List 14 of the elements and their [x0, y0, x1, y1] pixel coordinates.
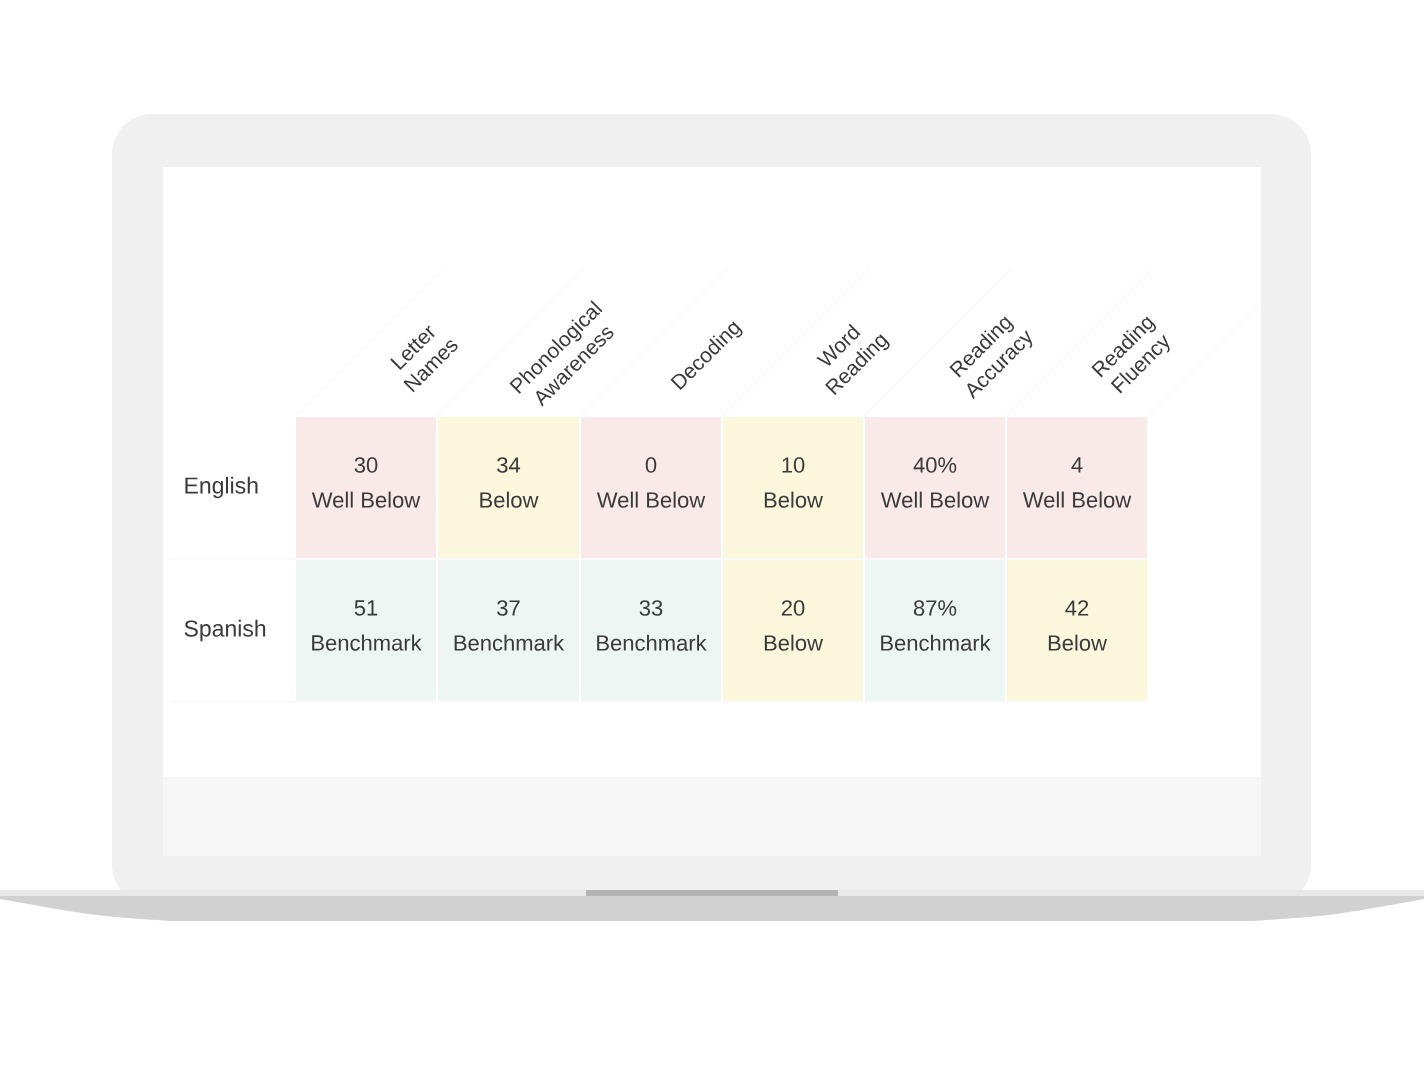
table-cell: 87% Benchmark	[865, 560, 1005, 701]
table-cell: 4 Well Below	[1007, 417, 1147, 558]
table-cell: 0 Well Below	[581, 417, 721, 558]
row-label: English	[185, 476, 258, 499]
table-cell: 33 Benchmark	[581, 560, 721, 701]
table-cell: 37 Benchmark	[438, 560, 579, 701]
table-cell: 30 Well Below	[296, 417, 436, 558]
table-cell: 51 Benchmark	[296, 560, 436, 701]
table-cell: 40% Well Below	[865, 417, 1005, 558]
table-cell: 20 Below	[723, 560, 863, 701]
table-cell: 10 Below	[723, 417, 863, 558]
table-cell: 42 Below	[1007, 560, 1147, 701]
table-cell: 34 Below	[438, 417, 579, 558]
row-label: Spanish	[184, 619, 266, 642]
